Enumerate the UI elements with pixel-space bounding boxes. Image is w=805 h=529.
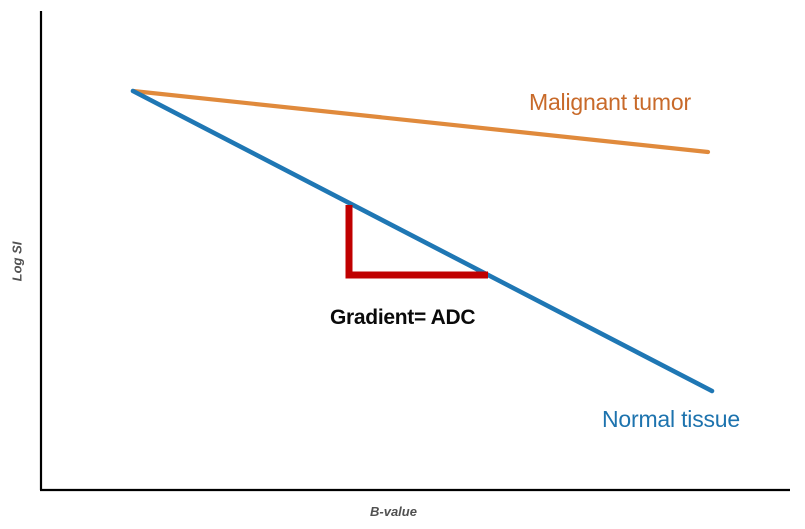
y-axis-label: Log SI: [9, 241, 25, 282]
series-line-malignant-tumor: [130, 88, 711, 155]
x-axis-label: B-value: [370, 504, 417, 519]
annotation-gradient-adc: Gradient= ADC: [330, 306, 476, 329]
series-label-malignant-tumor: Malignant tumor: [529, 89, 691, 115]
series-line-normal-tissue: [130, 88, 715, 394]
series-label-normal-tissue: Normal tissue: [602, 406, 740, 432]
gradient-adc-marker-icon: [345, 205, 488, 279]
